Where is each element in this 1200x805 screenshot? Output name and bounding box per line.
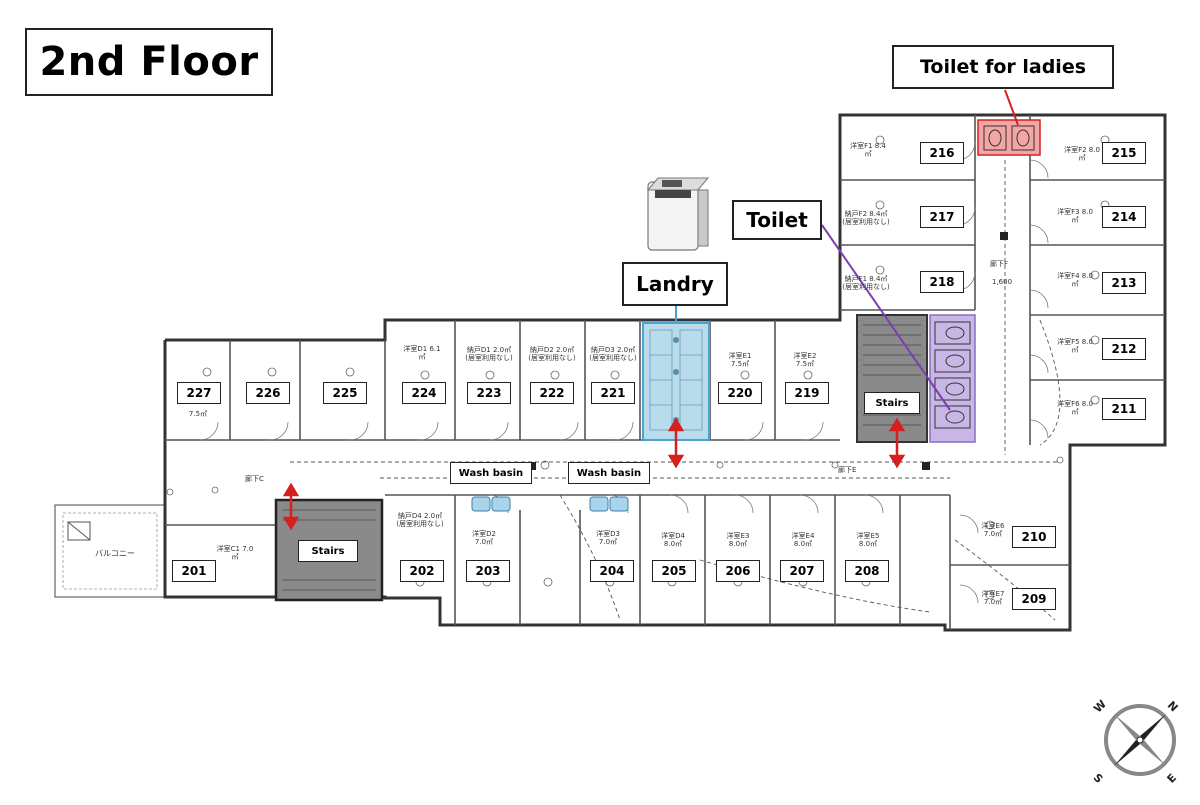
room-label-215: 215 — [1102, 142, 1146, 164]
room-216-note: 洋室F1 8.4㎡ — [850, 142, 886, 158]
room-224-note: 洋室D1 6.1㎡ — [403, 345, 441, 361]
floor-title: 2nd Floor — [39, 39, 259, 85]
wash-basin-label-2: Wash basin — [568, 462, 650, 484]
room-label-220: 220 — [718, 382, 762, 404]
floor-title-box: 2nd Floor — [25, 28, 273, 96]
room-223-note: 納戸D1 2.0㎡ (居室利用なし) — [465, 346, 513, 362]
double-arrow-icon — [282, 417, 906, 531]
laundry-callout: Landry — [622, 262, 728, 306]
room-label-214: 214 — [1102, 206, 1146, 228]
room-206-note: 洋室E3 8.0㎡ — [726, 532, 750, 548]
room-label-219: 219 — [785, 382, 829, 404]
ladies-toilet-block — [977, 119, 1041, 156]
dimension-label: 1,600 — [992, 278, 1013, 286]
room-label-210: 210 — [1012, 526, 1056, 548]
room-label-211: 211 — [1102, 398, 1146, 420]
toilet-block — [929, 314, 976, 443]
fixtures — [166, 135, 1110, 600]
room-208-note: 洋室E5 8.0㎡ — [856, 532, 880, 548]
balcony: バルコニー — [54, 504, 166, 598]
ladies-leader — [1004, 89, 1019, 126]
room-211-note: 洋室F6 8.0㎡ — [1057, 400, 1093, 416]
room-label-207: 207 — [780, 560, 824, 582]
toilet-leader — [821, 224, 951, 411]
inner-walls — [165, 115, 1165, 630]
room-213-note: 洋室F4 8.0㎡ — [1057, 272, 1093, 288]
room-label-223: 223 — [467, 382, 511, 404]
room-201-note: 洋室C1 7.0㎡ — [216, 545, 254, 561]
compass-rose-icon — [1104, 704, 1176, 776]
toilet-ladies-callout: Toilet for ladies — [892, 45, 1114, 89]
room-label-209: 209 — [1012, 588, 1056, 610]
room-label-212: 212 — [1102, 338, 1146, 360]
room-label-216: 216 — [920, 142, 964, 164]
room-label-206: 206 — [716, 560, 760, 582]
room-label-221: 221 — [591, 382, 635, 404]
room-label-227: 227 — [177, 382, 221, 404]
room-221-note: 納戸D3 2.0㎡ (居室利用なし) — [589, 346, 637, 362]
room-label-201: 201 — [172, 560, 216, 582]
room-label-205: 205 — [652, 560, 696, 582]
room-label-222: 222 — [530, 382, 574, 404]
room-219-note: 洋室E2 7.5㎡ — [793, 352, 817, 368]
corridor-c-label: 廊下C — [245, 475, 264, 483]
room-207-note: 洋室E4 8.0㎡ — [791, 532, 815, 548]
room-209-note: 洋室E7 7.0㎡ — [981, 590, 1005, 606]
room-label-204: 204 — [590, 560, 634, 582]
room-220-note: 洋室E1 7.5㎡ — [728, 352, 752, 368]
door-swings — [199, 141, 1049, 604]
room-214-note: 洋室F3 8.0㎡ — [1057, 208, 1093, 224]
wash-basin-icon — [471, 496, 629, 512]
room-label-217: 217 — [920, 206, 964, 228]
room-label-213: 213 — [1102, 272, 1146, 294]
toilet-callout: Toilet — [732, 200, 822, 240]
room-204-note: 洋室D3 7.0㎡ — [596, 530, 620, 546]
room-label-226: 226 — [246, 382, 290, 404]
stairs-west-label: Stairs — [298, 540, 358, 562]
room-label-218: 218 — [920, 271, 964, 293]
corridor-e-label: 廊下E — [838, 466, 857, 474]
stairs-east-label: Stairs — [864, 392, 920, 414]
room-227-note: 7.5㎡ — [188, 410, 208, 418]
room-label-208: 208 — [845, 560, 889, 582]
room-label-202: 202 — [400, 560, 444, 582]
corridor-f-label: 廊下F — [990, 260, 1009, 268]
room-label-203: 203 — [466, 560, 510, 582]
room-202-note: 納戸D4 2.0㎡ (居室利用なし) — [396, 512, 444, 528]
room-203-note: 洋室D2 7.0㎡ — [472, 530, 496, 546]
room-label-225: 225 — [323, 382, 367, 404]
room-215-note: 洋室F2 8.0㎡ — [1064, 146, 1100, 162]
wash-basin-label-1: Wash basin — [450, 462, 532, 484]
room-222-note: 納戸D2 2.0㎡ (居室利用なし) — [528, 346, 576, 362]
outer-walls — [163, 113, 1167, 632]
room-218-note: 納戸F1 8.4㎡ (居室利用なし) — [842, 275, 890, 291]
room-205-note: 洋室D4 8.0㎡ — [661, 532, 685, 548]
washing-machine-icon — [646, 177, 710, 251]
room-label-224: 224 — [402, 382, 446, 404]
room-217-note: 納戸F2 8.4㎡ (居室利用なし) — [842, 210, 890, 226]
east-stairs — [856, 314, 928, 443]
room-210-note: 洋室E6 7.0㎡ — [981, 522, 1005, 538]
svg-text:バルコニー: バルコニー — [95, 549, 135, 558]
room-212-note: 洋室F5 8.0㎡ — [1057, 338, 1093, 354]
